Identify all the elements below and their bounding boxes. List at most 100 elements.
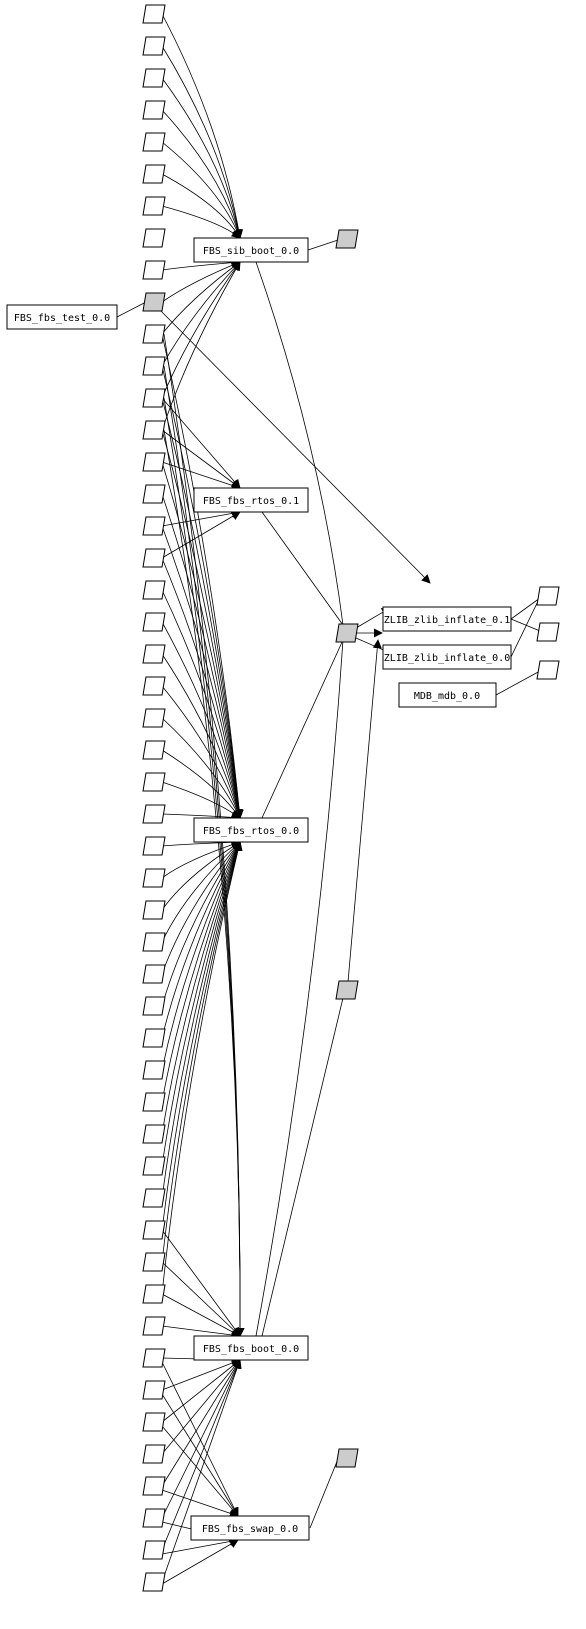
left-plg-10[interactable]	[142, 324, 166, 344]
parallelogram-nodes	[142, 4, 560, 1592]
left-plg-7[interactable]	[142, 228, 166, 248]
edge-25	[161, 557, 243, 819]
node-zlib-00-label: ZLIB_zlib_inflate_0.0	[384, 653, 510, 664]
left-plg-23[interactable]	[142, 740, 166, 760]
edge-67	[161, 1425, 239, 1517]
left-plg-5[interactable]	[142, 164, 166, 184]
edge-3	[161, 109, 243, 239]
zlib-01-out-plg[interactable]	[536, 586, 560, 606]
edge-23	[161, 493, 244, 819]
edge-r0-to-hub	[261, 639, 344, 819]
edge-test-to-plg	[116, 301, 147, 318]
left-plg-13[interactable]	[142, 420, 166, 440]
edge-58	[161, 1359, 241, 1519]
node-fbs-test-label: FBS_fbs_test_0.0	[14, 313, 110, 324]
node-fbs-swap-label: FBS_fbs_swap_0.0	[202, 1524, 298, 1535]
hub-plg[interactable]	[335, 623, 359, 643]
edge-28	[161, 653, 243, 819]
edge-60	[161, 1359, 242, 1583]
left-plg-14[interactable]	[142, 452, 166, 472]
left-plg-24[interactable]	[142, 772, 166, 792]
edge-56	[161, 1359, 241, 1455]
edge-mid-to-zlib	[347, 639, 382, 983]
edge-42	[161, 841, 242, 1103]
node-mdb-label: MDB_mdb_0.0	[414, 691, 480, 702]
node-fbs-test[interactable]: FBS_fbs_test_0.0	[6, 304, 118, 330]
node-mdb[interactable]: MDB_mdb_0.0	[398, 682, 497, 708]
left-plg-39[interactable]	[142, 1252, 166, 1272]
left-plg-30[interactable]	[142, 964, 166, 984]
edges	[116, 13, 541, 1585]
left-plg-29[interactable]	[142, 932, 166, 952]
left-plg-21[interactable]	[142, 676, 166, 696]
left-plg-15[interactable]	[142, 484, 166, 504]
left-plg-16[interactable]	[142, 516, 166, 536]
edge-50	[161, 1261, 241, 1337]
left-plg-18[interactable]	[142, 580, 166, 600]
left-plg-46[interactable]	[142, 1476, 166, 1496]
node-sib-boot[interactable]: FBS_sib_boot_0.0	[193, 237, 309, 263]
node-rtos-01-label: FBS_fbs_rtos_0.1	[203, 496, 299, 507]
left-plg-12[interactable]	[142, 388, 166, 408]
edge-6	[161, 205, 241, 239]
left-plg-33[interactable]	[142, 1060, 166, 1080]
left-plg-26[interactable]	[142, 836, 166, 856]
left-plg-49[interactable]	[142, 1572, 166, 1592]
left-plg-37[interactable]	[142, 1188, 166, 1208]
left-plg-43[interactable]	[142, 1380, 166, 1400]
sib-boot-out-plg[interactable]	[335, 229, 359, 249]
left-plg-2[interactable]	[142, 68, 166, 88]
edge-18	[161, 333, 244, 819]
left-plg-1[interactable]	[142, 36, 166, 56]
left-plg-31[interactable]	[142, 996, 166, 1016]
left-plg-4[interactable]	[142, 132, 166, 152]
left-plg-19[interactable]	[142, 612, 166, 632]
node-zlib-00[interactable]: ZLIB_zlib_inflate_0.0	[382, 644, 512, 670]
edge-68	[161, 1489, 239, 1518]
left-plg-17[interactable]	[142, 548, 166, 568]
zlib-00-out-plg[interactable]	[536, 622, 560, 642]
node-rtos-00[interactable]: FBS_fbs_rtos_0.0	[193, 817, 309, 843]
left-plg-47[interactable]	[142, 1508, 166, 1528]
mid-plg[interactable]	[335, 980, 359, 1000]
mdb-out-plg[interactable]	[536, 660, 560, 680]
edge-4	[161, 141, 242, 239]
left-plg-40[interactable]	[142, 1284, 166, 1304]
edge-20	[161, 397, 244, 819]
edge-10	[161, 261, 241, 367]
left-plg-34[interactable]	[142, 1092, 166, 1112]
edge-33	[161, 812, 241, 822]
left-plg-28[interactable]	[142, 900, 166, 920]
left-plg-8[interactable]	[142, 260, 166, 280]
node-rtos-01[interactable]: FBS_fbs_rtos_0.1	[193, 487, 309, 513]
left-plg-42[interactable]	[142, 1348, 166, 1368]
edge-49	[161, 1229, 241, 1337]
left-plg-36[interactable]	[142, 1156, 166, 1176]
left-plg-27[interactable]	[142, 868, 166, 888]
edge-2	[161, 77, 243, 239]
left-plg-38[interactable]	[142, 1220, 166, 1240]
left-plg-32[interactable]	[142, 1028, 166, 1048]
node-fbs-test-plg[interactable]	[142, 292, 166, 312]
left-plg-35[interactable]	[142, 1124, 166, 1144]
node-fbs-swap[interactable]: FBS_fbs_swap_0.0	[190, 1515, 310, 1541]
left-plg-25[interactable]	[142, 804, 166, 824]
left-plg-22[interactable]	[142, 708, 166, 728]
left-plg-6[interactable]	[142, 196, 166, 216]
left-plg-0[interactable]	[142, 4, 166, 24]
left-plg-48[interactable]	[142, 1540, 166, 1560]
edge-66	[161, 1393, 239, 1517]
left-plg-11[interactable]	[142, 356, 166, 376]
left-plg-3[interactable]	[142, 100, 166, 120]
left-plg-41[interactable]	[142, 1316, 166, 1336]
edge-34	[161, 837, 241, 847]
edge-mdb-out	[495, 670, 541, 696]
left-plg-20[interactable]	[142, 644, 166, 664]
left-plg-45[interactable]	[142, 1444, 166, 1464]
node-fbs-boot[interactable]: FBS_fbs_boot_0.0	[193, 1335, 309, 1361]
swap-out-plg[interactable]	[335, 1448, 359, 1468]
edge-boot-to-hub	[255, 639, 344, 1337]
node-zlib-01[interactable]: ZLIB_zlib_inflate_0.1	[382, 606, 512, 632]
left-plg-44[interactable]	[142, 1412, 166, 1432]
